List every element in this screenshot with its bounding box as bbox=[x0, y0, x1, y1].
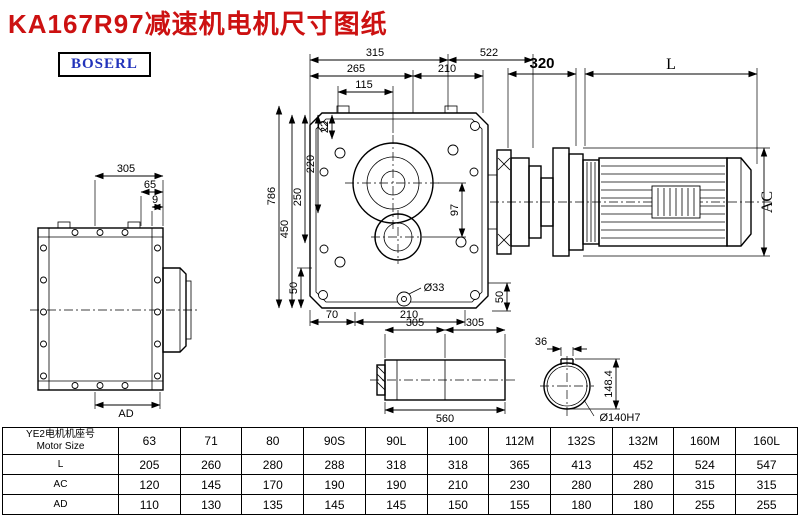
dim-front-22: 22 bbox=[319, 121, 331, 133]
motor-size-header-en: Motor Size bbox=[36, 441, 85, 452]
table-cell: 210 bbox=[426, 474, 490, 495]
dim-front-50-right: 50 bbox=[494, 291, 506, 303]
table-cell: 318 bbox=[364, 454, 428, 475]
table-cell: 280 bbox=[611, 474, 675, 495]
dim-shaft-560: 560 bbox=[436, 413, 454, 425]
table-cell: 288 bbox=[303, 454, 366, 475]
table-cell: 145 bbox=[179, 474, 243, 495]
shaft-dimensions: 305 305 560 bbox=[384, 317, 506, 425]
dim-front-250: 250 bbox=[292, 188, 304, 206]
dim-front-210-top: 210 bbox=[438, 63, 456, 75]
dim-motor-320: 320 bbox=[529, 55, 554, 72]
dim-side-AD: AD bbox=[118, 408, 133, 420]
size-col: 71 bbox=[179, 427, 243, 455]
table-cell: 365 bbox=[488, 454, 552, 475]
motor-size-table: YE2电机机座号 Motor Size 63 71 80 90S 90L 100… bbox=[2, 427, 798, 515]
dim-front-70: 70 bbox=[326, 309, 338, 321]
motor-view bbox=[490, 147, 772, 257]
motor-size-header-cell: YE2电机机座号 Motor Size bbox=[2, 427, 119, 455]
table-cell: 180 bbox=[550, 494, 613, 515]
dim-front-210-bottom: 210 bbox=[400, 309, 418, 321]
size-col: 80 bbox=[241, 427, 305, 455]
front-view bbox=[309, 105, 497, 309]
motor-dimensions: 320 L AC bbox=[507, 55, 776, 257]
size-col: 90S bbox=[303, 427, 366, 455]
table-cell: 255 bbox=[673, 494, 737, 515]
table-cell: 180 bbox=[611, 494, 675, 515]
table-cell: 135 bbox=[241, 494, 305, 515]
table-row-L: L 205 260 280 288 318 318 365 413 452 52… bbox=[2, 454, 798, 475]
dim-side-9: 9 bbox=[152, 194, 158, 206]
dim-front-220: 220 bbox=[305, 155, 317, 173]
row-label: AD bbox=[2, 494, 119, 515]
row-label: AC bbox=[2, 474, 119, 495]
motor-size-header-cn: YE2电机机座号 bbox=[26, 429, 95, 440]
side-view bbox=[30, 221, 198, 391]
dim-front-450: 450 bbox=[279, 220, 291, 238]
table-cell: 155 bbox=[488, 494, 552, 515]
dim-front-786: 786 bbox=[266, 187, 278, 205]
table-cell: 315 bbox=[735, 474, 798, 495]
front-view-dimensions: 315 522 265 210 115 22 220 250 450 786 9… bbox=[266, 47, 534, 326]
dim-key-36: 36 bbox=[535, 336, 547, 348]
table-header-row: YE2电机机座号 Motor Size 63 71 80 90S 90L 100… bbox=[2, 427, 798, 455]
dim-motor-L: L bbox=[666, 56, 676, 73]
table-cell: 170 bbox=[241, 474, 305, 495]
table-cell: 260 bbox=[179, 454, 243, 475]
dim-motor-AC: AC bbox=[759, 191, 776, 213]
table-cell: 318 bbox=[426, 454, 490, 475]
table-cell: 452 bbox=[611, 454, 675, 475]
size-col: 63 bbox=[118, 427, 181, 455]
table-row-AC: AC 120 145 170 190 190 210 230 280 280 3… bbox=[2, 474, 798, 495]
dim-front-522: 522 bbox=[480, 47, 498, 59]
dim-side-305: 305 bbox=[117, 163, 135, 175]
dim-shaft-305-left: 305 bbox=[406, 317, 424, 329]
dim-front-315: 315 bbox=[366, 47, 384, 59]
boserl-logo: BOSERL bbox=[58, 52, 151, 77]
table-cell: 205 bbox=[118, 454, 181, 475]
size-col: 112M bbox=[488, 427, 552, 455]
table-cell: 145 bbox=[364, 494, 428, 515]
table-cell: 255 bbox=[735, 494, 798, 515]
side-view-dimensions: 305 65 9 AD bbox=[94, 163, 164, 420]
table-cell: 190 bbox=[364, 474, 428, 495]
size-col: 90L bbox=[364, 427, 428, 455]
size-col: 132M bbox=[611, 427, 675, 455]
dim-front-50-left: 50 bbox=[288, 282, 300, 294]
table-cell: 280 bbox=[241, 454, 305, 475]
table-row-AD: AD 110 130 135 145 145 150 155 180 180 2… bbox=[2, 494, 798, 515]
table-cell: 145 bbox=[303, 494, 366, 515]
dim-front-dia33: Ø33 bbox=[424, 282, 445, 294]
table-cell: 190 bbox=[303, 474, 366, 495]
dim-shaft-dia140: Ø140H7 bbox=[600, 412, 641, 424]
table-cell: 315 bbox=[673, 474, 737, 495]
technical-drawing: 305 65 9 AD bbox=[30, 47, 776, 425]
size-col: 132S bbox=[550, 427, 613, 455]
table-cell: 547 bbox=[735, 454, 798, 475]
page-title: KA167R97减速机电机尺寸图纸 bbox=[8, 9, 388, 39]
table-cell: 230 bbox=[488, 474, 552, 495]
table-cell: 413 bbox=[550, 454, 613, 475]
table-cell: 524 bbox=[673, 454, 737, 475]
table-cell: 110 bbox=[118, 494, 181, 515]
table-cell: 130 bbox=[179, 494, 243, 515]
shaft-view bbox=[370, 359, 515, 401]
row-label: L bbox=[2, 454, 119, 475]
table-cell: 280 bbox=[550, 474, 613, 495]
dim-front-265: 265 bbox=[347, 63, 365, 75]
shaft-section-view: 36 148.4 Ø140H7 bbox=[535, 336, 641, 424]
dim-side-65: 65 bbox=[144, 179, 156, 191]
dim-key-148-4: 148.4 bbox=[603, 370, 615, 398]
size-col: 160L bbox=[735, 427, 798, 455]
dim-shaft-305-right: 305 bbox=[466, 317, 484, 329]
table-cell: 120 bbox=[118, 474, 181, 495]
dim-front-97: 97 bbox=[449, 204, 461, 216]
size-col: 100 bbox=[426, 427, 490, 455]
table-cell: 150 bbox=[426, 494, 490, 515]
dim-front-115: 115 bbox=[355, 79, 373, 91]
size-col: 160M bbox=[673, 427, 737, 455]
